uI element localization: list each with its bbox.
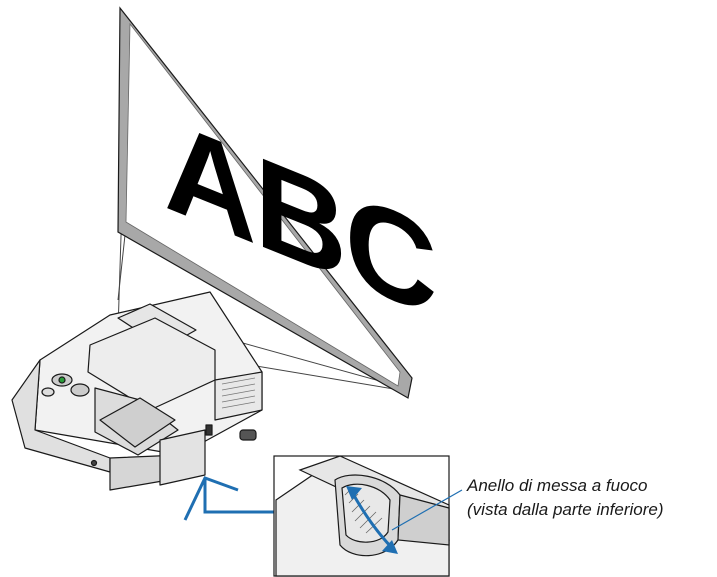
focus-ring-sublabel: (vista dalla parte inferiore) bbox=[467, 500, 664, 519]
focus-ring-label: Anello di messa a fuoco bbox=[467, 476, 648, 495]
focus-ring-inset bbox=[273, 455, 463, 577]
projector bbox=[11, 291, 263, 491]
up-arrow bbox=[183, 476, 275, 521]
